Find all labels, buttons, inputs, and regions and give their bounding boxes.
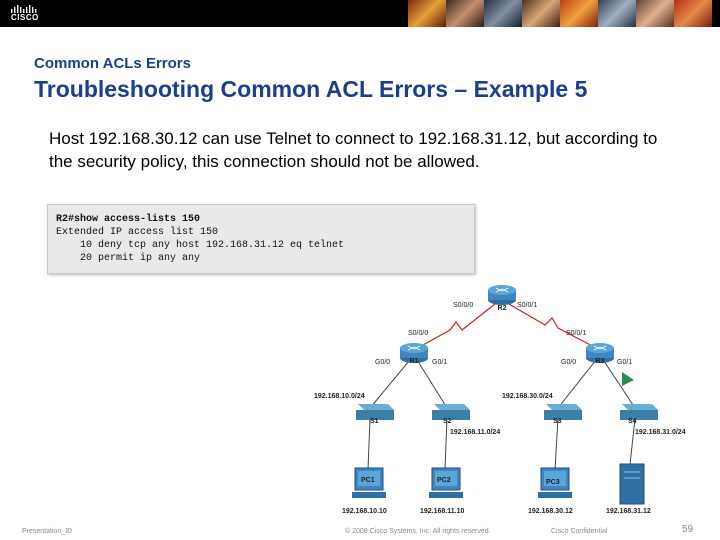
photo-tile [636, 0, 674, 27]
interface-label: S0/0/1 [517, 302, 537, 309]
footer-confidential: Cisco Confidential [551, 528, 608, 535]
slide-title: Troubleshooting Common ACL Errors – Exam… [34, 76, 588, 102]
photo-tile [446, 0, 484, 27]
network-label: 192.168.30.0/24 [502, 393, 553, 400]
photo-tile [598, 0, 636, 27]
router-r3-icon [586, 343, 614, 363]
interface-label: G0/0 [561, 359, 576, 366]
slide-subtitle: Common ACLs Errors [34, 55, 191, 72]
logo-text: CISCO [11, 13, 39, 22]
router-label: R1 [410, 358, 419, 365]
pc3-icon [538, 467, 572, 498]
switch-label: S4 [628, 418, 637, 425]
router-r1-icon [400, 343, 428, 363]
host-label: PC3 [546, 479, 560, 486]
router-label: R3 [596, 358, 605, 365]
host-label: PC2 [437, 477, 451, 484]
pc2-icon [429, 467, 463, 498]
interface-label: G0/0 [375, 359, 390, 366]
cisco-logo-icon [11, 5, 37, 13]
switch-label: S1 [370, 418, 379, 425]
cli-line: 10 deny tcp any host 192.168.31.12 eq te… [56, 240, 345, 251]
host-ip-label: 192.168.31.12 [606, 508, 651, 515]
cli-line: 20 permit ip any any [56, 253, 201, 264]
network-label: 192.168.11.0/24 [450, 429, 500, 436]
serial-link [413, 299, 601, 351]
host-ip-label: 192.168.10.10 [342, 508, 387, 515]
interface-label: G0/1 [617, 359, 632, 366]
photo-tile [408, 0, 446, 27]
host-ip-label: 192.168.11.10 [420, 508, 464, 515]
router-label: R2 [498, 305, 507, 312]
interface-label: S0/0/0 [453, 302, 473, 309]
photo-tile [484, 0, 522, 27]
cli-output-box: R2#show access-lists 150 Extended IP acc… [47, 204, 475, 274]
switch-s4-icon [620, 404, 658, 420]
cli-line: Extended IP access list 150 [56, 227, 219, 238]
cli-line: R2#show access-lists 150 [56, 214, 201, 225]
header-bar: CISCO [0, 0, 720, 27]
page-number: 59 [682, 524, 694, 535]
host-ip-label: 192.168.30.12 [528, 508, 573, 515]
switch-label: S2 [443, 418, 452, 425]
server-icon [619, 463, 645, 505]
photo-tile [560, 0, 598, 27]
router-r2-icon [488, 285, 516, 305]
switch-s3-icon [544, 404, 582, 420]
footer-copyright: © 2008 Cisco Systems, Inc. All rights re… [345, 528, 491, 535]
network-label: 192.168.10.0/24 [314, 393, 365, 400]
photo-tile [522, 0, 560, 27]
interface-label: S0/0/0 [408, 330, 428, 337]
switch-label: S3 [553, 418, 562, 425]
pc1-icon [352, 467, 386, 498]
interface-label: S0/0/1 [566, 330, 586, 337]
network-label: 192.168.31.0/24 [635, 429, 686, 436]
slide-body-text: Host 192.168.30.12 can use Telnet to con… [49, 129, 658, 171]
footer-presentation-id: Presentation_ID [22, 528, 73, 535]
host-label: PC1 [361, 477, 375, 484]
interface-label: G0/1 [432, 359, 447, 366]
photo-tile [674, 0, 712, 27]
acl-direction-icon [622, 372, 634, 386]
switch-s2-icon [432, 404, 470, 420]
switch-s1-icon [356, 404, 394, 420]
photo-strip [408, 0, 712, 27]
network-topology-diagram: R2 R1 R3 S0/0/0 S0/0/1 S0/0/0 S0/0/1 G0/… [314, 285, 686, 515]
